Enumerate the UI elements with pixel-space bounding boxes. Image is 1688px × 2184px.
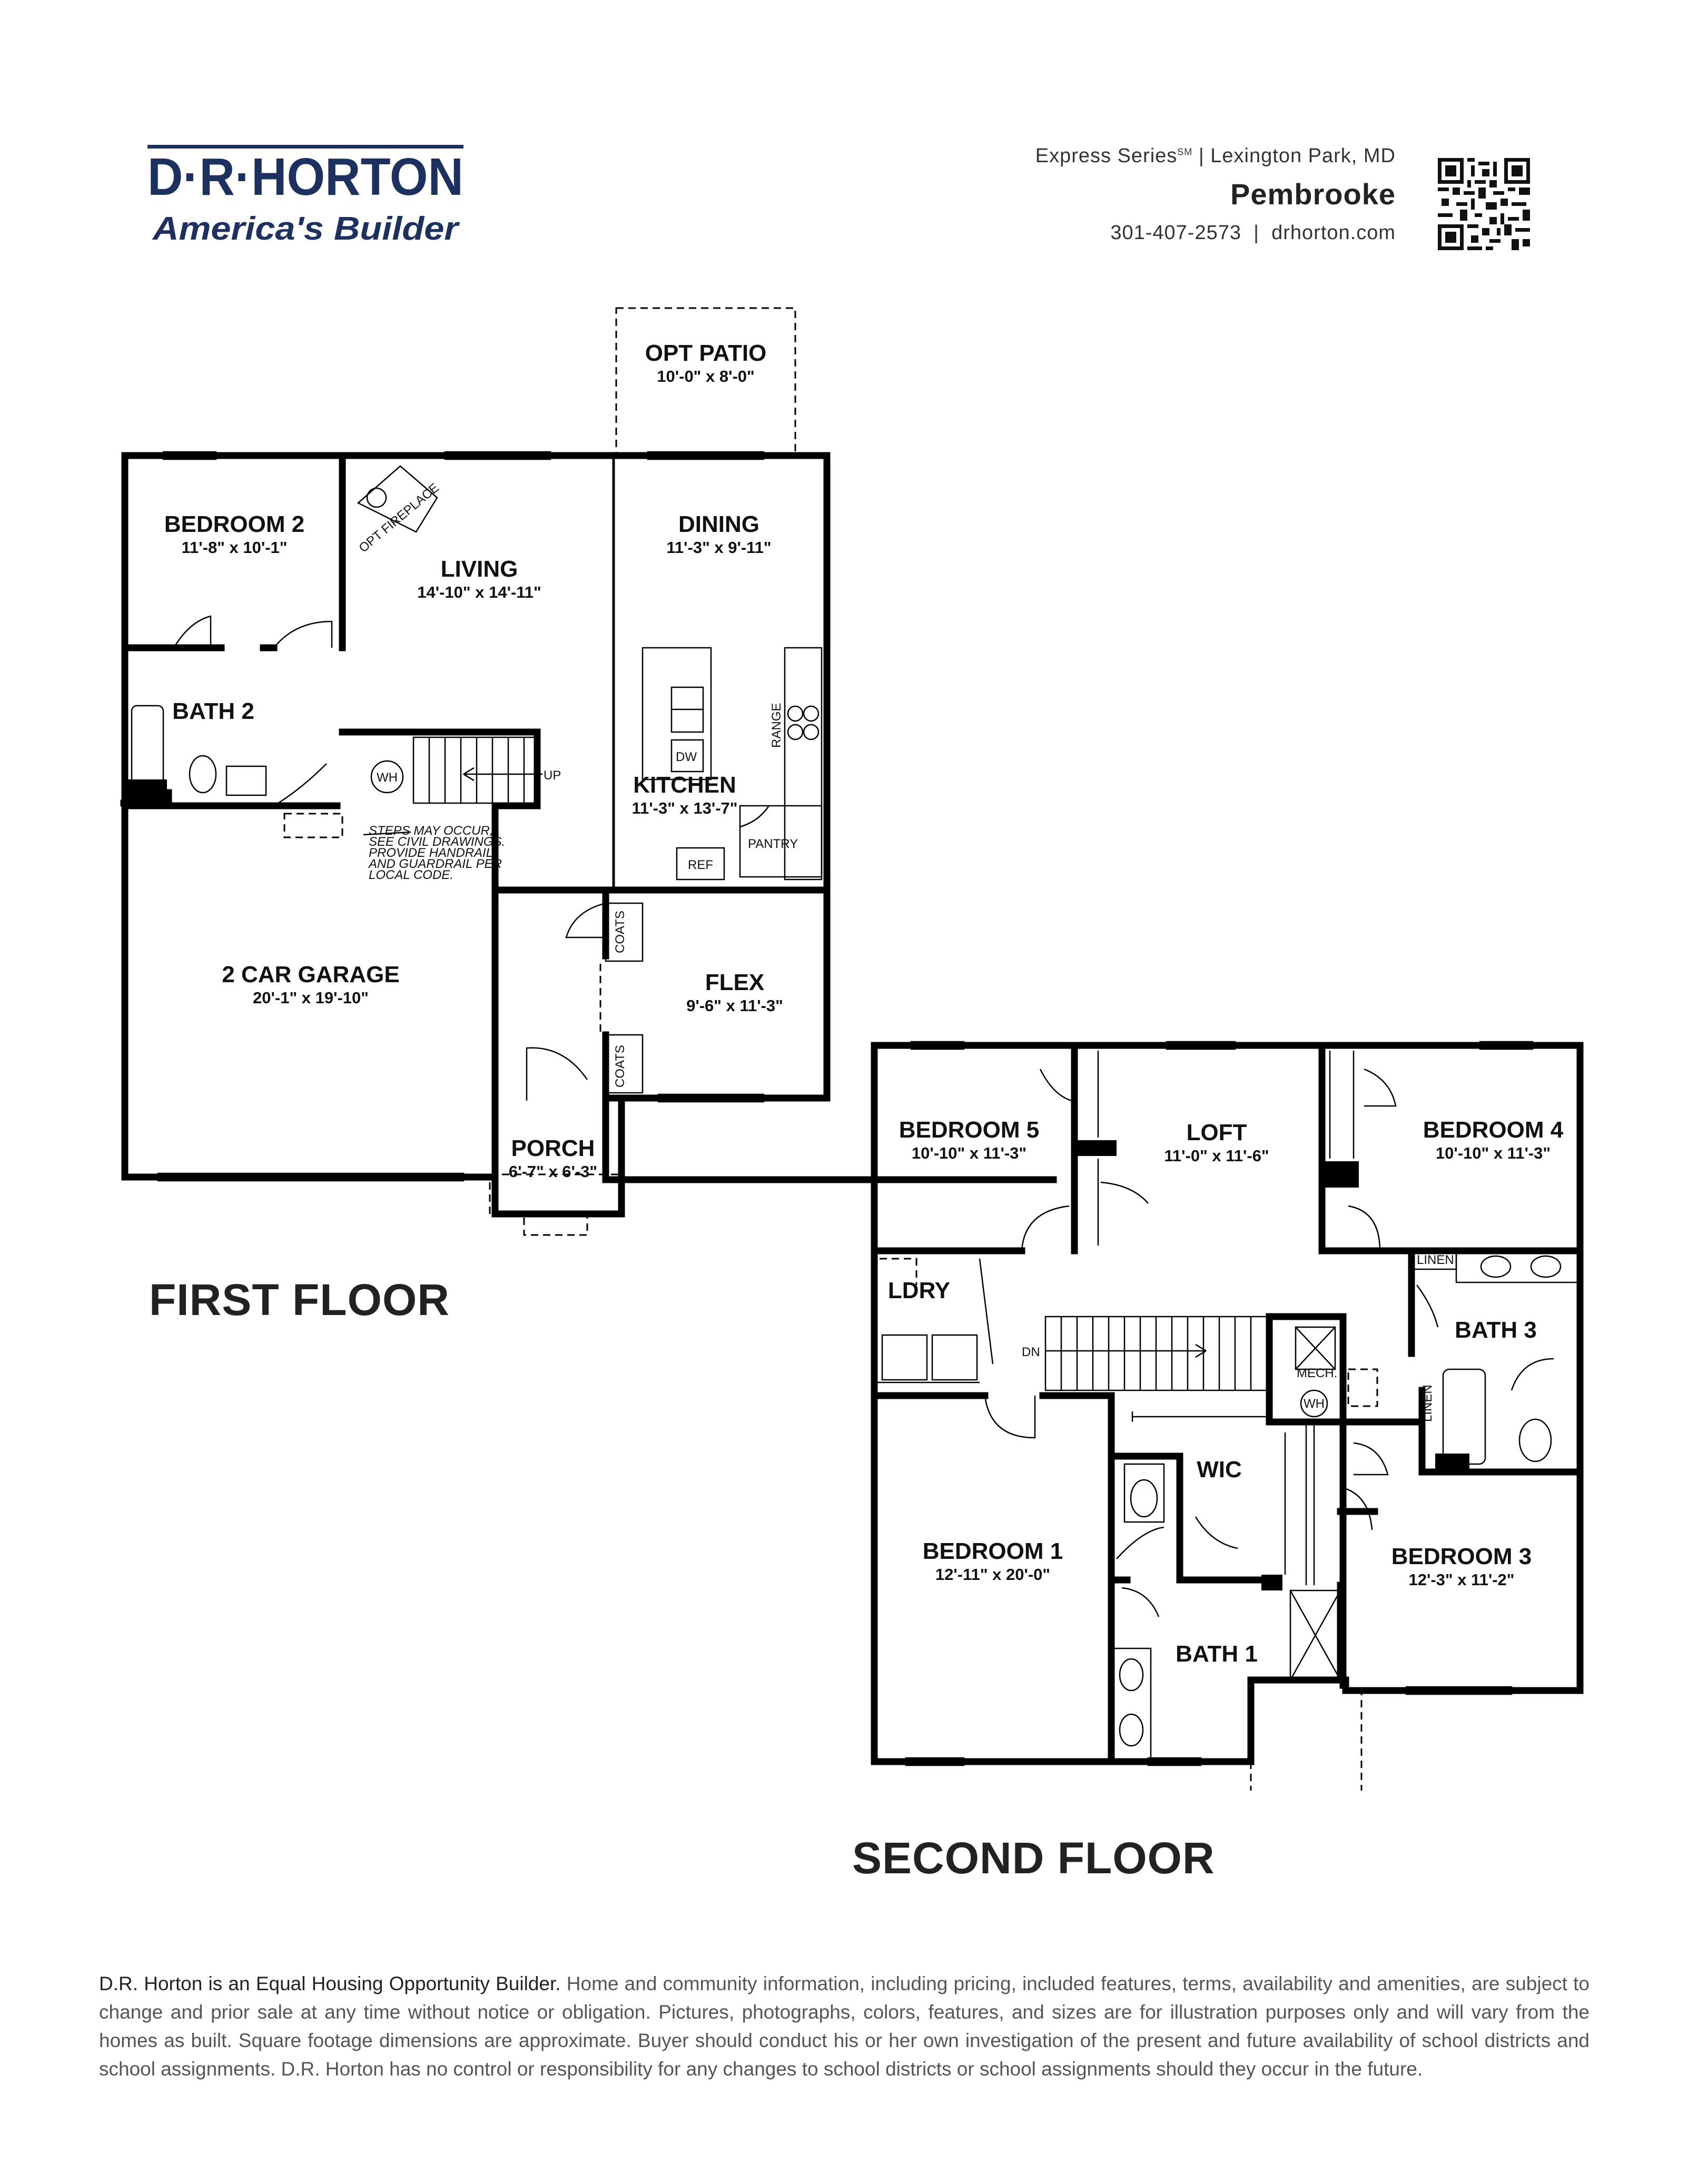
room-living-name: LIVING [441,556,518,582]
service-mark: SM [1177,146,1193,157]
room-wic-name: WIC [1197,1457,1242,1483]
brand-name: D·R·HORTON [147,147,463,206]
floor-plans: .w { stroke:#000; stroke-width:13; fill:… [120,307,1584,1791]
brand-tagline: America's Builder [152,211,460,247]
bath1-sink-icon-1 [1119,1658,1144,1692]
room-dining-name: DINING [678,511,759,537]
dishwasher-icon [670,739,704,773]
contact-line: 301-407-2573 | drhorton.com [1035,222,1396,244]
room-porch-name: PORCH [511,1135,595,1161]
water-heater-icon-upper [1300,1389,1328,1418]
bath1-toilet-icon [1123,1463,1165,1523]
room-bedroom3-dims: 12'-3" x 11'-2" [1409,1570,1515,1589]
room-bedroom3-name: BEDROOM 3 [1391,1544,1532,1569]
community-location: | Lexington Park, MD [1198,145,1396,167]
room-bath3-name: BATH 3 [1455,1317,1537,1343]
room-garage-name: 2 CAR GARAGE [222,962,399,987]
bath3-sink-icon-2 [1530,1255,1562,1278]
stairs-icon-upper: DN [1022,1316,1268,1391]
room-flex-name: FLEX [705,970,764,995]
bath1-sink-icon-2 [1119,1713,1144,1747]
first-floor-plan: OPT FIREPLACE UP WH STEPS MAY OCCUR, SEE… [120,307,1057,1236]
svg-text:AND GUARDRAIL PER: AND GUARDRAIL PER [368,857,502,871]
kitchen-island [641,647,712,780]
range-label: RANGE [769,703,784,748]
stairs-up-label: UP [544,768,561,783]
pantry-label: PANTRY [748,837,798,851]
room-loft-dims: 11'-0" x 11'-6" [1164,1147,1269,1165]
disclaimer-lead: D.R. Horton is an Equal Housing Opportun… [99,1973,561,1994]
drhorton-logo: D·R·HORTON America's Builder [147,145,463,247]
room-kitchen-name: KITCHEN [633,772,736,798]
qr-code-icon[interactable] [1438,158,1530,250]
sink-icon [225,765,267,796]
bath3-tub-icon [1442,1368,1486,1465]
first-floor-title: FIRST FLOOR [149,1275,450,1325]
second-floor-title: SECOND FLOOR [852,1833,1215,1883]
room-bedroom4-name: BEDROOM 4 [1423,1117,1564,1143]
refrigerator-icon [676,847,725,881]
room-bedroom1-name: BEDROOM 1 [923,1538,1063,1564]
tub-icon [131,705,164,791]
stairs-icon: UP [412,736,561,804]
room-bedroom5-name: BEDROOM 5 [899,1117,1039,1143]
phone-number[interactable]: 301-407-2573 [1110,222,1241,244]
water-heater-icon [370,760,404,794]
room-garage-dims: 20'-1" x 19'-10" [253,989,369,1007]
svg-text:LOCAL CODE.: LOCAL CODE. [369,868,453,882]
bath3-toilet-icon [1518,1418,1552,1462]
room-loft-name: LOFT [1187,1120,1247,1145]
mech-label: MECH. [1297,1366,1337,1380]
contact-separator: | [1253,222,1259,244]
room-porch-dims: 6'-7" x 6'-3" [509,1162,597,1181]
legal-disclaimer: D.R. Horton is an Equal Housing Opportun… [99,1970,1590,2083]
water-heater-label: WH [377,770,398,785]
linen-label-2: LINEN [1420,1385,1435,1422]
svg-text:STEPS MAY OCCUR,: STEPS MAY OCCUR, [369,824,493,838]
washer-icon [881,1334,928,1381]
plan-header: Express SeriesSM | Lexington Park, MD Pe… [1035,145,1396,244]
room-living-dims: 14'-10" x 14'-11" [417,583,541,601]
room-bedroom2-dims: 11'-8" x 10'-1" [182,538,288,557]
room-bath2-name: BATH 2 [172,698,254,724]
room-flex-dims: 9'-6" x 11'-3" [686,996,783,1015]
coats-label-1: COATS [613,911,627,953]
svg-text:PROVIDE HANDRAIL: PROVIDE HANDRAIL [369,846,493,860]
room-bedroom2-name: BEDROOM 2 [164,511,304,537]
room-bedroom1-dims: 12'-11" x 20'-0" [935,1565,1050,1584]
bath3-sink-icon-1 [1480,1255,1512,1278]
room-bath1-name: BATH 1 [1176,1641,1258,1667]
svg-text:SEE CIVIL DRAWINGS.: SEE CIVIL DRAWINGS. [369,835,505,849]
dryer-icon [931,1334,978,1381]
room-opt-patio-dims: 10'-0" x 8'-0" [657,367,754,386]
dishwasher-label: DW [676,750,697,764]
steps-note: STEPS MAY OCCUR, SEE CIVIL DRAWINGS. PRO… [368,824,505,882]
coats-label-2: COATS [613,1045,627,1088]
room-ldry-name: LDRY [888,1278,950,1303]
second-floor-plan: DN MECH. WH LINEN LINEN BEDROOM 5 10 [871,1041,1584,1791]
disclaimer-body: Home and community information, includin… [99,1973,1590,2080]
shower-icon [1289,1589,1341,1681]
room-kitchen-dims: 11'-3" x 13'-7" [632,799,738,817]
water-heater-label-upper: WH [1304,1397,1325,1411]
room-opt-patio-name: OPT PATIO [645,340,767,366]
refrigerator-label: REF [688,858,713,872]
series-line: Express SeriesSM | Lexington Park, MD [1035,145,1396,167]
series-name: Express Series [1035,145,1178,167]
linen-label-1: LINEN [1417,1253,1454,1267]
website-link[interactable]: drhorton.com [1271,222,1396,244]
plan-name: Pembrooke [1230,177,1396,211]
range-burner-icon [787,705,804,722]
opt-fireplace-icon [357,465,438,533]
room-dining-dims: 11'-3" x 9'-11" [666,538,771,557]
toilet-icon [189,755,217,794]
stairs-down-label: DN [1022,1345,1040,1359]
room-bedroom5-dims: 10'-10" x 11'-3" [912,1144,1026,1162]
room-bedroom4-dims: 10'-10" x 11'-3" [1436,1144,1551,1162]
